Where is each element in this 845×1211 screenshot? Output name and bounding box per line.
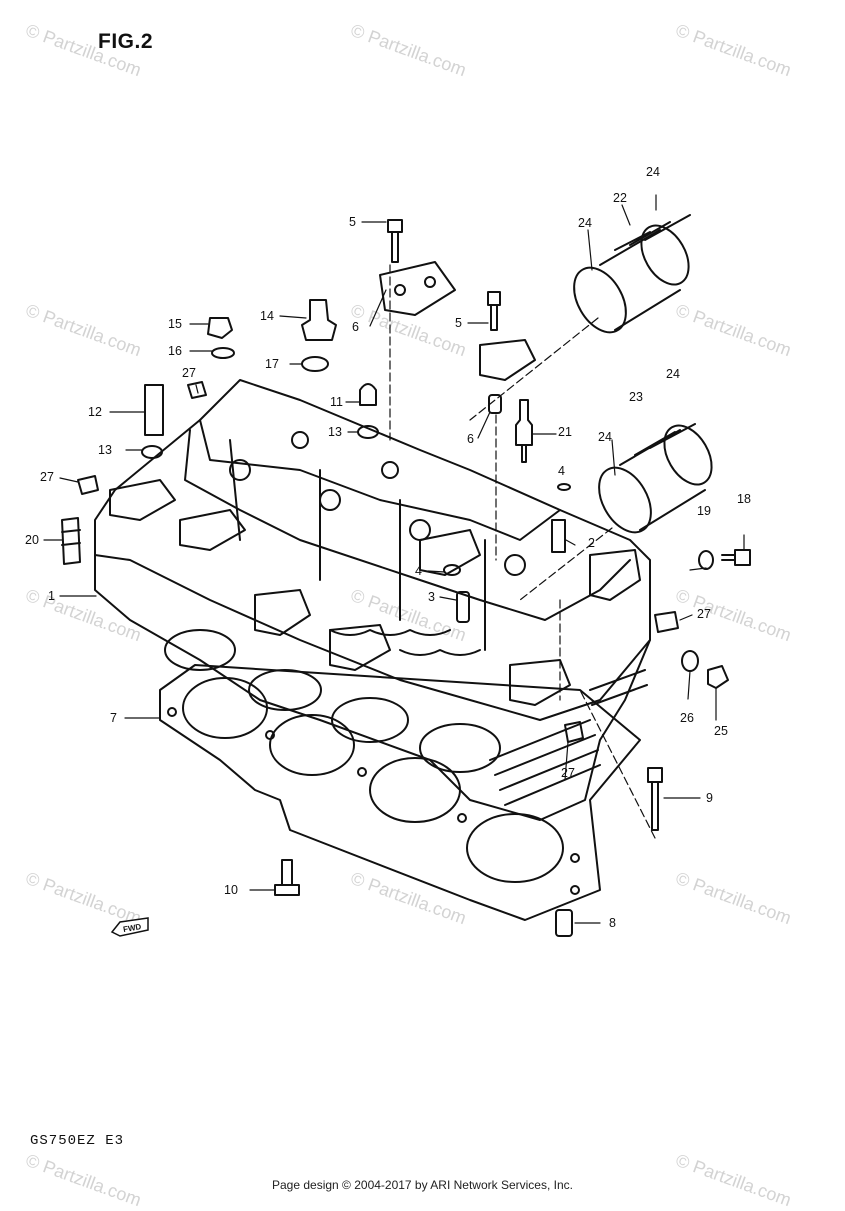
callout-label: 27 — [561, 766, 575, 780]
callout-label: 3 — [428, 590, 435, 604]
callout-label: 13 — [98, 443, 112, 457]
head-gasket — [159, 664, 641, 921]
callout-label: 11 — [330, 395, 343, 409]
callout-label: 16 — [168, 344, 182, 358]
callout-label: 6 — [352, 320, 359, 334]
callout-label: 24 — [598, 430, 612, 444]
callout-label: 27 — [40, 470, 54, 484]
callout-label: 8 — [609, 916, 616, 930]
callout-label: 15 — [168, 317, 182, 331]
leader-lines — [43, 194, 745, 924]
callout-label: 5 — [349, 215, 356, 229]
callout-label: 13 — [328, 425, 342, 439]
callout-label: 27 — [182, 366, 196, 380]
callout-label: 7 — [110, 711, 117, 725]
intake-pipe-upper — [573, 214, 691, 334]
forward-arrow-icon: FWD — [110, 916, 150, 940]
callout-label: 22 — [613, 191, 627, 205]
callout-label: 20 — [25, 533, 39, 547]
intake-pipe-lower — [598, 423, 713, 534]
cylinder-head — [94, 379, 651, 821]
callout-label: 19 — [697, 504, 711, 518]
callout-label: 9 — [706, 791, 713, 805]
callout-label: 23 — [629, 390, 643, 404]
callout-label: 12 — [88, 405, 102, 419]
figure-title: FIG.2 — [98, 30, 154, 53]
callout-label: 1 — [48, 589, 55, 603]
callout-label: 6 — [467, 432, 474, 446]
callout-label: 17 — [265, 357, 279, 371]
callout-label: 24 — [646, 165, 660, 179]
callout-label: 24 — [578, 216, 592, 230]
callout-label: 5 — [455, 316, 462, 330]
callout-label: 21 — [558, 425, 572, 439]
fwd-label: FWD — [122, 922, 142, 934]
callout-label: 2 — [588, 536, 595, 550]
footer-credit: Page design © 2004-2017 by ARI Network S… — [271, 1178, 573, 1192]
callout-label: 4 — [415, 564, 422, 578]
callout-label: 25 — [714, 724, 728, 738]
callout-label: 18 — [737, 492, 751, 506]
callout-label: 10 — [224, 883, 238, 897]
callout-label: 14 — [260, 309, 274, 323]
model-code: GS750EZ E3 — [30, 1133, 125, 1149]
callout-label: 24 — [666, 367, 680, 381]
callout-label: 4 — [558, 464, 565, 478]
small-parts — [61, 219, 751, 937]
callout-label: 26 — [680, 711, 694, 725]
callout-label: 27 — [697, 607, 711, 621]
